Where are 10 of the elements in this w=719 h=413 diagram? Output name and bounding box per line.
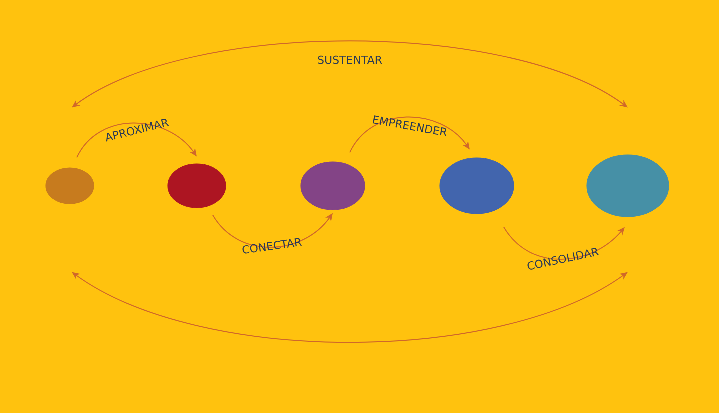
circle: [300, 162, 366, 210]
edge-label: SUSTENTAR: [318, 56, 382, 64]
arrow: [350, 116, 470, 154]
circle: [168, 164, 226, 208]
arrow: [504, 226, 625, 260]
arrow: [76, 122, 197, 158]
circle: [440, 158, 514, 214]
circle: [586, 154, 670, 218]
circle: [46, 168, 94, 204]
edge-label: CONECTAR: [242, 238, 302, 254]
